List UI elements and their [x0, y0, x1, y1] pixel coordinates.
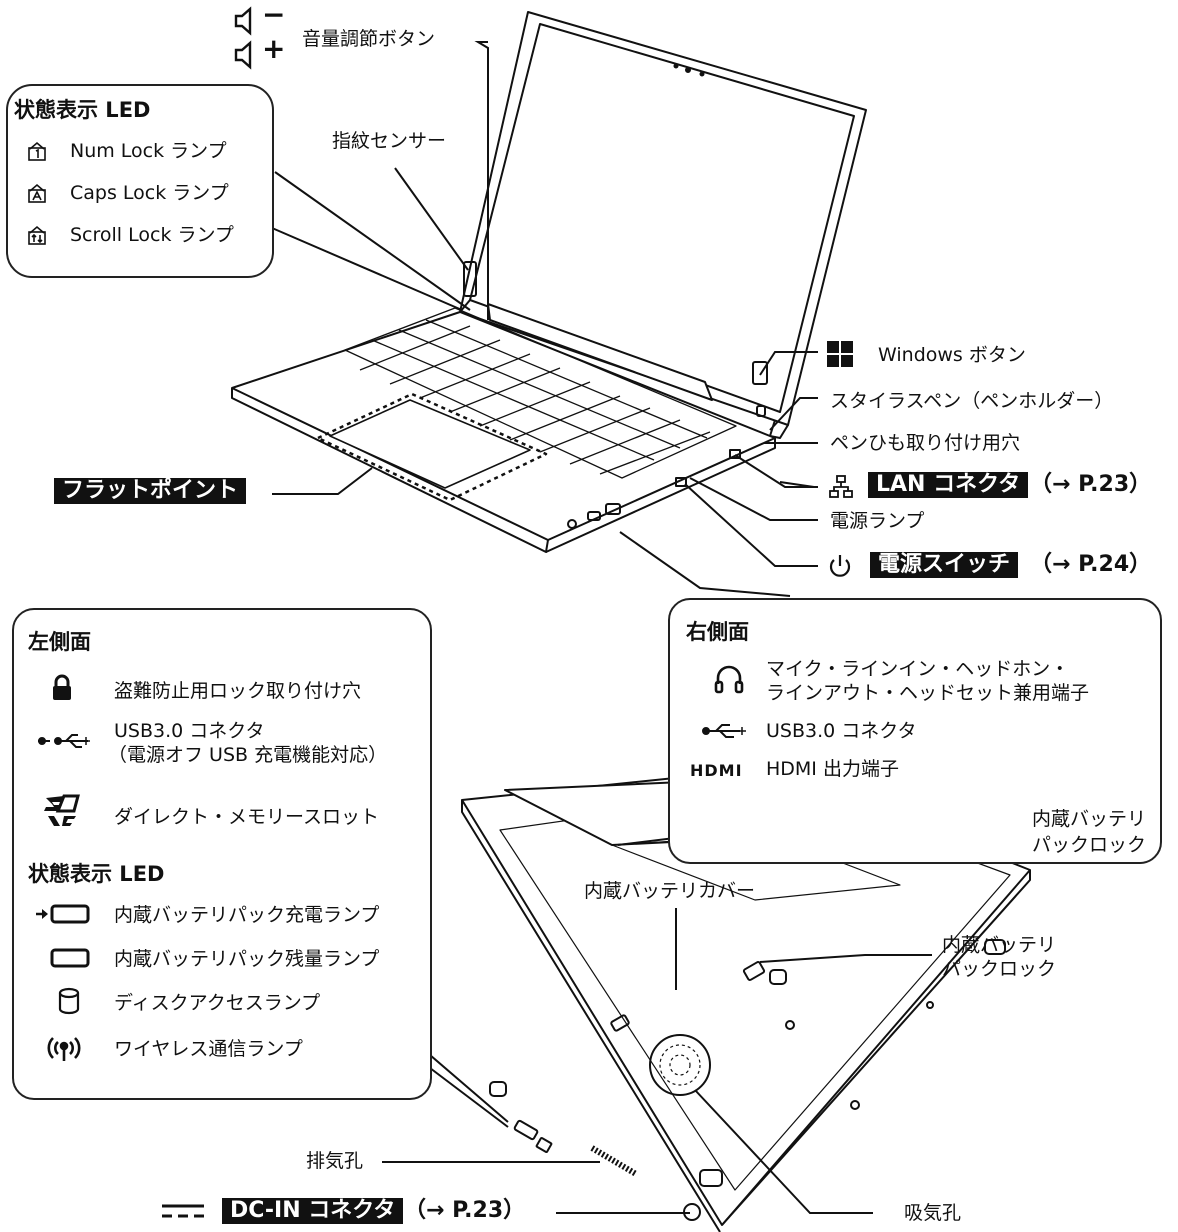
scroll-lock-icon: [26, 224, 48, 250]
usb30-left-label: USB3.0 コネクタ: [114, 720, 265, 742]
battery-cover-label: 内蔵バッテリカバー: [584, 880, 756, 902]
laptop-base: [231, 303, 776, 553]
hdmi-logo: HDMI: [690, 761, 743, 780]
stylus-label: スタイラスペン（ペンホルダー）: [830, 390, 1114, 412]
windows-icon: [826, 340, 854, 372]
lan-icon: [828, 474, 854, 504]
battery-lock-1-label-a: 内蔵バッテリ: [942, 934, 1057, 956]
windows-button-label: Windows ボタン: [878, 344, 1026, 366]
power-icon: [826, 552, 854, 584]
battery-charge-icon: [34, 902, 94, 930]
left-led-title: 状態表示 LED: [28, 862, 165, 886]
lan-label: LAN コネクタ: [868, 472, 1029, 498]
dc-icon: [158, 1200, 208, 1226]
left-side-box: 左側面 盗難防止用ロック取り付け穴 USB3.0 コネクタ （電源オフ USB …: [12, 608, 432, 1100]
lock-icon: [50, 674, 74, 706]
strap-hole-label: ペンひも取り付け用穴: [830, 432, 1021, 454]
sdxc-icon: [42, 794, 86, 832]
lan-ref: （→ P.23）: [1030, 472, 1152, 497]
volume-button-label: 音量調節ボタン: [302, 28, 436, 50]
battery-charge-label: 内蔵バッテリパック充電ランプ: [114, 904, 380, 926]
battery-level-label: 内蔵バッテリパック残量ランプ: [114, 948, 380, 970]
disk-icon: [56, 986, 82, 1020]
battery-lock-2-label-a: 内蔵バッテリ: [1032, 808, 1147, 830]
caps-lock-icon: [26, 182, 48, 208]
memory-slot-label: ダイレクト・メモリースロット: [114, 806, 380, 828]
power-lamp-label: 電源ランプ: [830, 510, 925, 532]
num-lock-icon: [26, 140, 48, 166]
hdmi-label: HDMI 出力端子: [766, 758, 899, 780]
audio-jack-label-2: ラインアウト・ヘッドセット兼用端子: [766, 682, 1090, 704]
usb-power-icon: [36, 730, 92, 756]
num-lock-label: Num Lock ランプ: [70, 140, 227, 162]
disk-access-label: ディスクアクセスランプ: [114, 992, 321, 1014]
intake-label: 吸気孔: [904, 1202, 962, 1224]
security-lock-label: 盗難防止用ロック取り付け穴: [114, 680, 362, 702]
battery-lock-1-label-b: パックロック: [942, 958, 1057, 980]
headset-icon: [714, 662, 744, 702]
wireless-label: ワイヤレス通信ランプ: [114, 1038, 303, 1060]
wireless-icon: [44, 1034, 84, 1068]
volume-down-sign: −: [262, 0, 286, 31]
flatpoint-label: フラットポイント: [54, 478, 247, 504]
right-side-title: 右側面: [686, 620, 749, 644]
status-led-box: 状態表示 LED Num Lock ランプ Caps Lock ランプ Scro…: [6, 84, 274, 278]
battery-level-icon: [48, 946, 92, 974]
laptop-screen: [459, 11, 867, 439]
volume-up-icon: [232, 40, 262, 74]
caps-lock-label: Caps Lock ランプ: [70, 182, 229, 204]
battery-lock-2-label-b: パックロック: [1032, 834, 1147, 856]
fingerprint-label: 指紋センサー: [332, 130, 447, 152]
usb-icon: [700, 720, 748, 746]
volume-down-icon: [232, 6, 292, 40]
power-ref: （→ P.24）: [1030, 552, 1152, 577]
status-led-title: 状態表示 LED: [14, 98, 151, 122]
right-side-box: 右側面 マイク・ラインイン・ヘッドホン・ ラインアウト・ヘッドセット兼用端子 U…: [668, 598, 1162, 864]
left-side-title: 左側面: [28, 630, 91, 654]
audio-jack-label-1: マイク・ラインイン・ヘッドホン・: [766, 658, 1070, 680]
power-switch-label: 電源スイッチ: [870, 552, 1019, 578]
dcin-label: DC-IN コネクタ: [222, 1198, 404, 1224]
scroll-lock-label: Scroll Lock ランプ: [70, 224, 234, 246]
volume-up-sign: +: [262, 32, 286, 65]
exhaust-label: 排気孔: [306, 1150, 364, 1172]
dcin-ref: （→ P.23）: [404, 1198, 526, 1223]
usb30-right-label: USB3.0 コネクタ: [766, 720, 917, 742]
usb-charge-note: （電源オフ USB 充電機能対応）: [108, 744, 388, 766]
